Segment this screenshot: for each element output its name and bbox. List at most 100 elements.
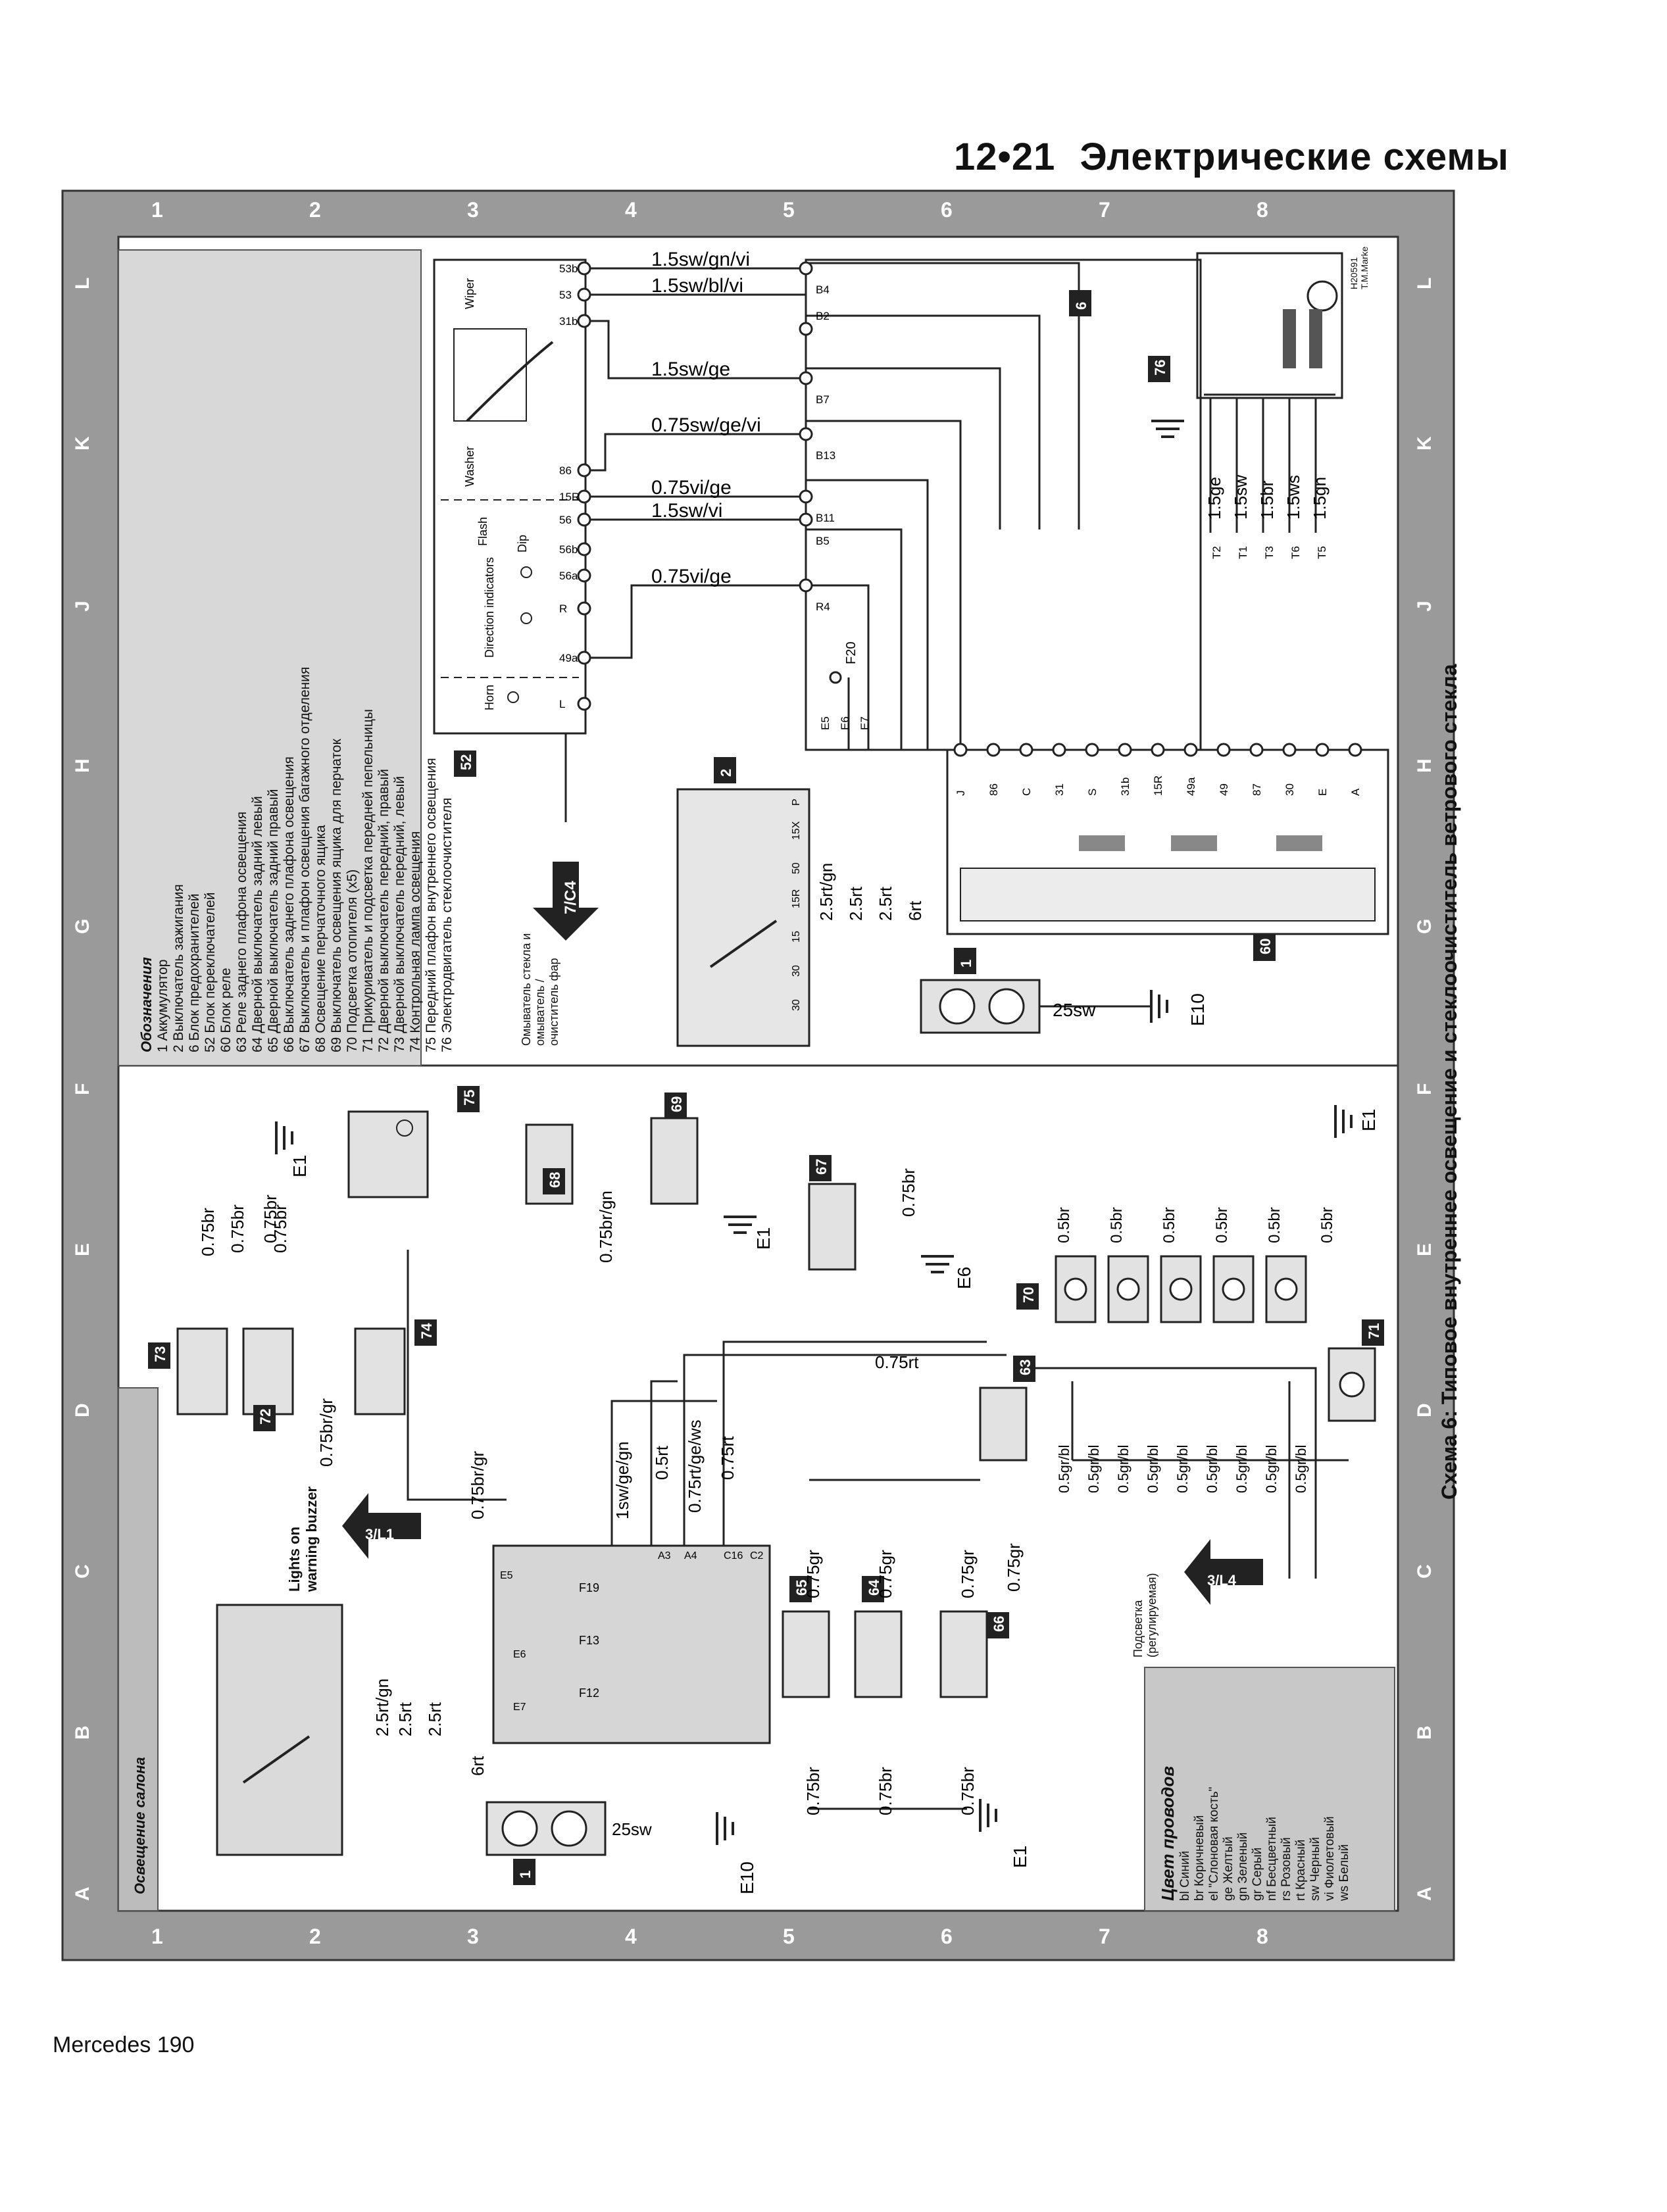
heater-wire-label: 0.5gr/bl: [1115, 1445, 1132, 1493]
heater-wire-label: 0.5gr/bl: [1145, 1445, 1161, 1493]
lower-wire-label: 0.75br: [899, 1168, 918, 1217]
component-75-front-lamp: [347, 1110, 429, 1198]
motor-wire-label: 1.5gn: [1310, 477, 1330, 520]
fuse-pin-label: B11: [816, 512, 835, 524]
heater-wire-label: 0.5gr/bl: [1174, 1445, 1191, 1493]
lower-wire-label: 0.75rt: [875, 1352, 919, 1372]
lamp-bulb-icon: [1222, 1277, 1245, 1301]
lower-wire-label: 0.75br: [228, 1204, 247, 1253]
grid-col-label: 3: [467, 198, 479, 222]
relay-pin-label: 86: [987, 783, 1000, 796]
component-tag: [414, 1319, 437, 1346]
upper-wire-label: 1.5sw/bl/vi: [651, 275, 743, 297]
ground-label: E10: [1187, 993, 1208, 1026]
grid-row-label: F: [1414, 1083, 1435, 1095]
lower-fuse-pin-label: E7: [513, 1702, 526, 1713]
legend-item: 67 Выключатель и плафон освещения багажн…: [297, 666, 312, 1052]
color-item: bl Синий: [1178, 1850, 1192, 1901]
switch-wire-label: 0.75gr: [803, 1550, 823, 1598]
component-tag: [253, 1405, 276, 1431]
component-tag: [1013, 1356, 1035, 1382]
component-tag-label: 2: [718, 769, 734, 777]
ground-label: E1: [753, 1227, 774, 1250]
lamp-bulb-icon: [1169, 1277, 1193, 1301]
component-tag-label: 52: [458, 754, 474, 770]
legend-item: 70 Подсветка отопителя (x5): [345, 869, 360, 1052]
color-item: vi Фиолетовый: [1323, 1816, 1337, 1901]
switch-terminal-label: 15R: [559, 491, 580, 503]
grid-row-label: G: [1414, 919, 1435, 934]
component-tag-label: 69: [668, 1096, 685, 1112]
switch-terminal-label: 86: [559, 464, 572, 477]
legend-item: 68 Освещение перчаточного ящика: [313, 825, 328, 1052]
legend-item: 60 Блок реле: [218, 968, 234, 1052]
color-item: gr Серый: [1251, 1847, 1264, 1901]
legend-item: 2 Выключатель зажигания: [171, 884, 186, 1052]
heater-wire-label: 0.5gr/bl: [1293, 1445, 1309, 1493]
lower-fuse-label: F13: [579, 1634, 599, 1647]
grid-row-label: B: [1414, 1725, 1435, 1740]
lower-wire-label: 2.5rt: [425, 1702, 445, 1736]
ground-label: E1: [289, 1155, 310, 1177]
heater-wire-label: 0.5br: [1318, 1207, 1336, 1243]
upper-wire-label: 0.75sw/ge/vi: [651, 414, 761, 436]
grid-col-label: 1: [151, 1925, 163, 1948]
grid-row-label: L: [1414, 278, 1435, 289]
relay-pin: [986, 743, 1001, 757]
lower-wire-label: 0.75rt: [718, 1436, 737, 1480]
grid-row-label: E: [72, 1243, 93, 1256]
relay-pin-label: S: [1086, 789, 1099, 796]
grid-row-label: J: [1414, 601, 1435, 612]
legend-item: 73 Дверной выключатель передний, левый: [392, 775, 407, 1052]
legend-item: 69 Выключатель освещения ящика для перча…: [329, 739, 344, 1052]
switch-terminal-label: 53b: [559, 262, 578, 275]
ignition-wire-label: 6rt: [905, 900, 925, 921]
relay-pin: [1282, 743, 1297, 757]
fuse-pin-label: B7: [816, 393, 830, 406]
grid-col-label: 1: [151, 198, 163, 222]
component-tag-label: 65: [793, 1580, 810, 1596]
heater-wire-label: 0.5gr/bl: [1263, 1445, 1280, 1493]
grid-row-label: H: [72, 758, 93, 773]
component-tag: [809, 1155, 832, 1181]
relay-pin: [1085, 743, 1099, 757]
legend-item: 6 Блок предохранителей: [187, 893, 202, 1052]
component-tag-label: 68: [547, 1172, 563, 1188]
legend-item: 71 Прикуриватель и подсветка передней пе…: [361, 708, 376, 1052]
ignition-pin-label: P: [791, 799, 802, 806]
lower-wire-label: 0.75br: [261, 1194, 280, 1243]
ignition-wire-label: 2.5rt/gn: [816, 863, 836, 921]
lower-wire-label: 2.5rt/gn: [372, 1679, 392, 1736]
relay-pin-label: A: [1349, 788, 1362, 796]
section-label: Освещение салона: [132, 1757, 148, 1894]
grid-row-label: H: [1414, 758, 1435, 773]
relay-pin-label: C: [1020, 788, 1033, 796]
relay-pin: [1216, 743, 1231, 757]
legend-title: Обозначения: [138, 957, 155, 1052]
component-tag: [714, 757, 736, 783]
component-tag: [454, 750, 476, 777]
grid-row-label: D: [72, 1403, 93, 1417]
relay-pin-label: 30: [1283, 783, 1296, 796]
switch-function-label: Horn: [483, 685, 496, 710]
upper-wire-label: 1.5sw/gn/vi: [651, 249, 750, 270]
component-tag-label: 74: [418, 1323, 435, 1339]
ignition-pin-label: 30: [791, 999, 802, 1011]
upper-wire-label: 1.5sw/vi: [651, 500, 722, 522]
relay-pin-label: 49a: [1185, 777, 1197, 796]
lamp-bulb-icon: [1064, 1277, 1087, 1301]
relay-pin-label: 31: [1053, 783, 1066, 796]
component-tag-label: 73: [152, 1346, 168, 1362]
grid-row-label: K: [72, 436, 93, 451]
switch-terminal-label: R: [559, 602, 567, 615]
component-tag-label: 1: [958, 960, 974, 968]
component-tag-label: 6: [1073, 302, 1089, 310]
ground-label: E1: [1358, 1109, 1379, 1131]
component-tag: [664, 1093, 687, 1119]
grid-col-label: 5: [783, 198, 795, 222]
component-tag: [513, 1859, 535, 1885]
relay-pin-label: J: [955, 791, 967, 797]
component-tag: [1362, 1319, 1384, 1346]
lower-wire-label: 0.75br/gr: [316, 1398, 336, 1467]
